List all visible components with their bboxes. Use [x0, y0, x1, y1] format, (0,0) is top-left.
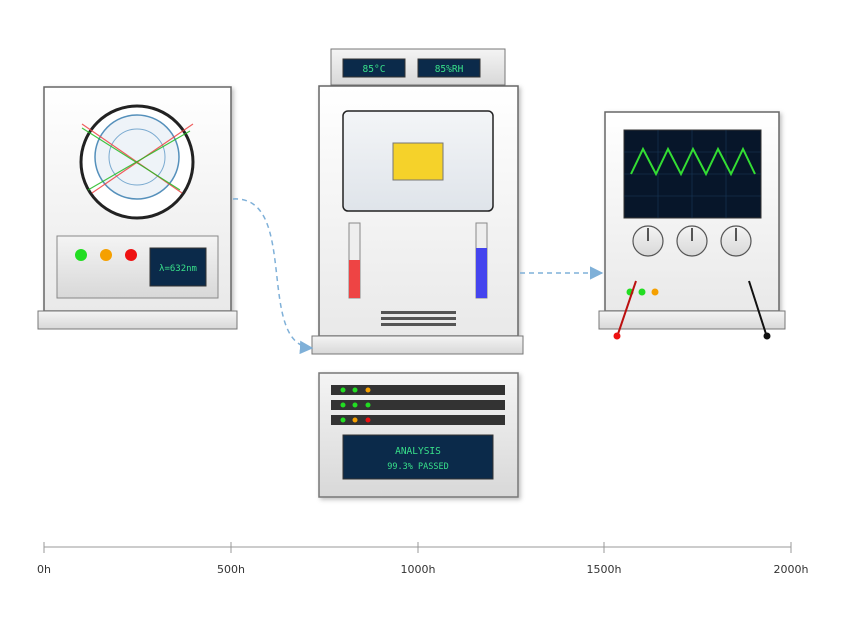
timeline-tick-label: 0h	[37, 563, 51, 576]
knob-icon[interactable]	[720, 225, 752, 257]
interferometer-lens-icon	[79, 104, 195, 220]
knob-icon[interactable]	[676, 225, 708, 257]
humidity-readout: 85%RH	[435, 64, 464, 75]
analysis-server: ANALYSIS 99.3% PASSED	[318, 372, 519, 498]
server-rack-unit	[331, 385, 505, 395]
led-orange-indicator	[100, 249, 112, 261]
timeline-tick-label: 1500h	[587, 563, 622, 576]
wavelength-display	[149, 247, 207, 287]
waveform-icon	[630, 146, 756, 177]
environmental-chamber: 85°C 85%RH	[311, 48, 524, 355]
server-rack-unit	[331, 415, 505, 425]
analysis-display	[342, 434, 494, 480]
temperature-display	[342, 58, 406, 78]
temperature-readout: 85°C	[363, 64, 386, 75]
timeline-tick-label: 500h	[217, 563, 245, 576]
wavelength-readout: λ=632nm	[159, 264, 197, 274]
led-red-indicator	[125, 249, 137, 261]
led-green-indicator	[75, 249, 87, 261]
vent-grille	[381, 311, 456, 326]
red-probe-icon[interactable]	[613, 280, 637, 340]
thermometer-icon	[348, 222, 361, 299]
laser-station-base	[37, 310, 238, 330]
analysis-title: ANALYSIS	[395, 446, 441, 457]
chamber-base	[311, 335, 524, 355]
timeline-axis: 0h 500h 1000h 1500h 2000h	[37, 542, 809, 576]
server-rack-unit	[331, 400, 505, 410]
timeline-tick-label: 1000h	[401, 563, 436, 576]
test-sample	[392, 142, 444, 181]
led-green-indicator	[638, 288, 646, 296]
knob-icon[interactable]	[632, 225, 664, 257]
black-probe-icon[interactable]	[748, 280, 771, 340]
hygrometer-icon	[475, 222, 488, 299]
connector-arrow-laser-to-chamber	[232, 198, 314, 355]
humidity-display	[417, 58, 481, 78]
led-orange-indicator	[651, 288, 659, 296]
oscilloscope-base	[598, 310, 786, 330]
laser-station: λ=632nm	[37, 86, 238, 330]
oscilloscope	[598, 111, 786, 340]
timeline-tick-label: 2000h	[774, 563, 809, 576]
analysis-result: 99.3% PASSED	[387, 462, 448, 472]
